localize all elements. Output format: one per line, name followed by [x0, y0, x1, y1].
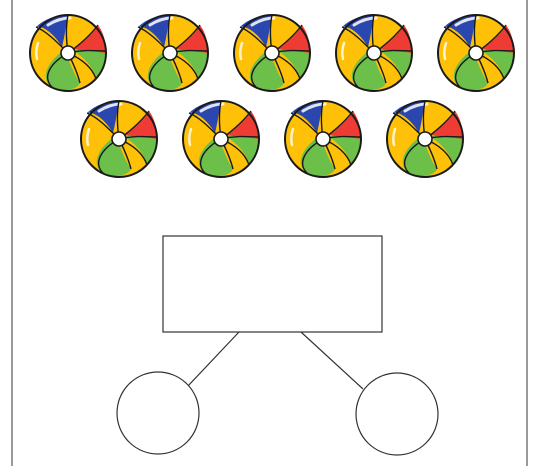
right-part-circle[interactable]: [356, 373, 438, 455]
number-bond: [117, 236, 438, 455]
beach-ball-icon: [387, 101, 463, 177]
right-connector-line: [301, 332, 363, 389]
beach-ball-icon: [132, 15, 208, 91]
beach-ball-icon: [183, 101, 259, 177]
left-connector-line: [187, 332, 239, 387]
left-part-circle[interactable]: [117, 372, 199, 454]
beach-ball-icon: [285, 101, 361, 177]
beach-ball-icon: [438, 15, 514, 91]
beach-ball-icon: [81, 101, 157, 177]
beach-ball-icon: [336, 15, 412, 91]
beach-ball-icon: [30, 15, 106, 91]
beach-ball-group: [30, 15, 514, 177]
beach-ball-icon: [234, 15, 310, 91]
whole-answer-box[interactable]: [163, 236, 382, 332]
